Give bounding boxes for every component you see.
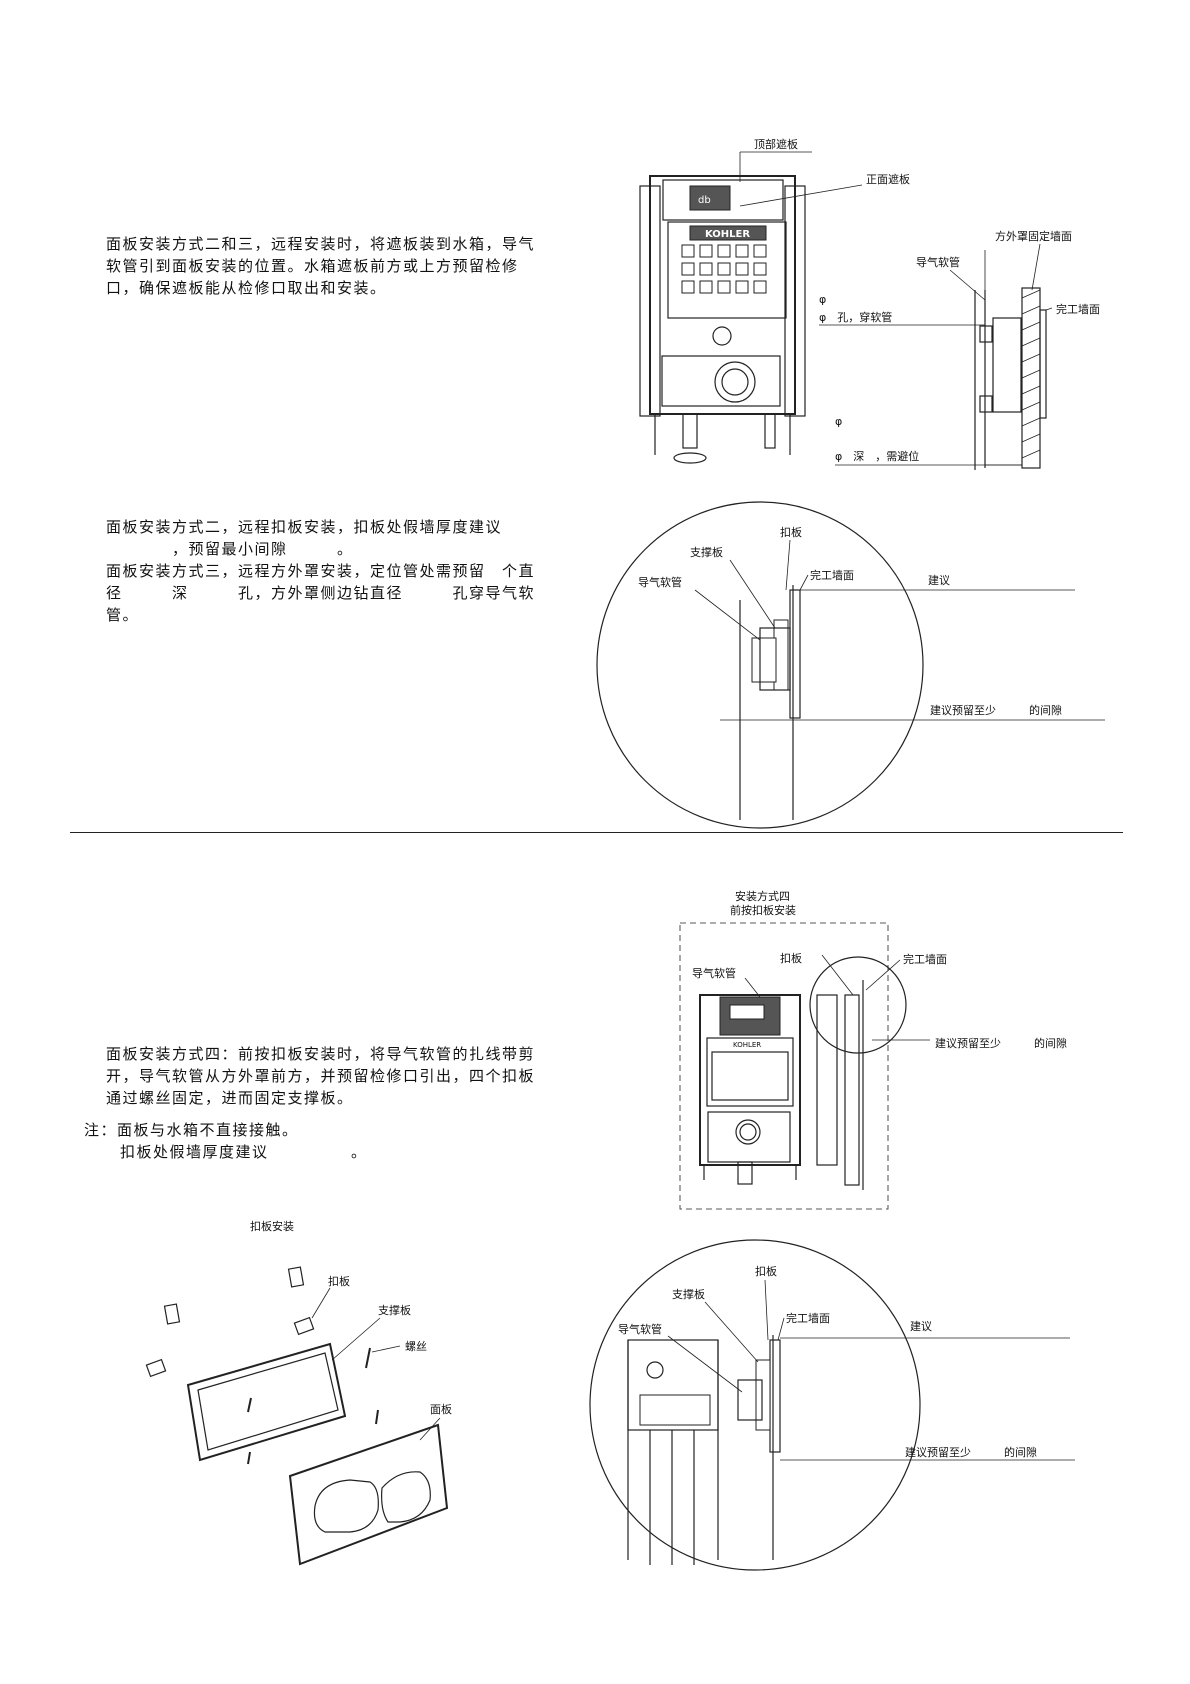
label-air-hose-2: 导气软管 xyxy=(638,575,682,589)
label-finished-wall-1: 完工墙面 xyxy=(1056,302,1100,316)
svg-text:db: db xyxy=(698,195,711,206)
section1-line-1: 面板安装方式二和三，远程安装时，将遮板装到水箱，导气 xyxy=(106,235,536,253)
label-front-cover: 正面遮板 xyxy=(866,172,910,186)
section2-line-4: 径 深 孔，方外罩侧边钻直径 孔穿导气软 xyxy=(106,584,536,602)
label-clip-3: 扣板 xyxy=(780,951,802,965)
tank-button-grid xyxy=(681,244,767,294)
section1-line-2: 软管引到面板安装的位置。水箱遮板前方或上方预留检修 xyxy=(106,257,519,275)
svg-text:KOHLER: KOHLER xyxy=(705,229,750,240)
exploded-title: 扣板安装 xyxy=(250,1219,294,1233)
section2-line-5: 管。 xyxy=(106,606,140,624)
wall-section-figure xyxy=(974,287,1047,470)
note-text-1: 面板与水箱不直接接触。 xyxy=(117,1121,299,1139)
note-label: 注： xyxy=(84,1121,118,1139)
label-finished-wall-5: 完工墙面 xyxy=(786,1311,830,1325)
wall-hatch xyxy=(1021,289,1041,459)
label-suggest-5: 建议 xyxy=(910,1319,932,1333)
detail-circle-1 xyxy=(596,501,924,829)
label-phi-1: φ xyxy=(819,293,826,306)
label-support-4: 支撑板 xyxy=(378,1303,411,1317)
label-finished-wall-3: 完工墙面 xyxy=(903,952,947,966)
section3-line-2: 开，导气软管从方外罩前方，并预留检修口引出，四个扣板 xyxy=(106,1067,536,1085)
label-finished-wall-2: 完工墙面 xyxy=(810,568,854,582)
label-top-cover: 顶部遮板 xyxy=(754,137,798,151)
exploded-screws xyxy=(247,1347,379,1465)
label-hole-hose: φ 孔，穿软管 xyxy=(819,310,892,324)
exploded-clips xyxy=(145,1266,315,1378)
tank-frame-figure: db KOHLER xyxy=(639,175,806,464)
method4-dashed-frame xyxy=(679,922,889,1210)
label-support-5: 支撑板 xyxy=(672,1287,705,1301)
label-depth-avoid: φ 深 ，需避位 xyxy=(835,449,919,463)
section2-line-2: ，预留最小间隙 。 xyxy=(106,540,354,558)
method4-brand: KOHLER xyxy=(733,1041,761,1049)
section3-line-1: 面板安装方式四：前按扣板安装时，将导气软管的扎线带剪 xyxy=(106,1045,536,1063)
label-phi-2: φ xyxy=(835,415,842,428)
method4-tank: KOHLER xyxy=(699,980,864,1190)
label-clip-5: 扣板 xyxy=(755,1264,777,1278)
exploded-panel xyxy=(288,1423,449,1566)
section2-line-1: 面板安装方式二，远程扣板安装，扣板处假墙厚度建议 xyxy=(106,518,503,536)
label-air-hose-3: 导气软管 xyxy=(692,966,736,980)
section-divider xyxy=(70,832,1123,833)
label-min-gap-3: 建议预留至少 的间隙 xyxy=(935,1036,1067,1050)
label-suggest-1: 建议 xyxy=(928,573,950,587)
section2-line-3: 面板安装方式三，远程方外罩安装，定位管处需预留 个直 xyxy=(106,562,536,580)
note-text-2: 扣板处假墙厚度建议 。 xyxy=(120,1143,368,1161)
section3-paragraph: 面板安装方式四：前按扣板安装时，将导气软管的扎线带剪 开，导气软管从方外罩前方，… xyxy=(106,1043,535,1109)
method4-title-2: 前按扣板安装 xyxy=(730,903,796,917)
method4-title-1: 安装方式四 xyxy=(735,889,790,903)
label-min-gap-5: 建议预留至少 的间隙 xyxy=(905,1445,1037,1459)
label-outer-cover-wall: 方外罩固定墙面 xyxy=(995,229,1072,243)
label-clip-1: 扣板 xyxy=(780,525,802,539)
method4-zoom-circle xyxy=(809,956,907,1054)
section1-line-3: 口，确保遮板能从检修口取出和安装。 xyxy=(106,279,387,297)
label-air-hose-1: 导气软管 xyxy=(916,255,960,269)
note-line-2: 扣板处假墙厚度建议 。 xyxy=(84,1141,368,1163)
label-clip-4: 扣板 xyxy=(328,1274,350,1288)
label-min-gap-1: 建议预留至少 的间隙 xyxy=(930,703,1062,717)
label-screw-4: 螺丝 xyxy=(405,1340,427,1353)
section2-paragraph: 面板安装方式二，远程扣板安装，扣板处假墙厚度建议 ，预留最小间隙 。 面板安装方… xyxy=(106,516,535,626)
note-line-1: 注：面板与水箱不直接接触。 xyxy=(84,1119,368,1141)
label-support-1: 支撑板 xyxy=(690,545,723,559)
label-panel-4: 面板 xyxy=(430,1402,452,1416)
label-air-hose-5: 导气软管 xyxy=(618,1322,662,1336)
section1-paragraph: 面板安装方式二和三，远程安装时，将遮板装到水箱，导气 软管引到面板安装的位置。水… xyxy=(106,233,535,299)
note-block: 注：面板与水箱不直接接触。 扣板处假墙厚度建议 。 xyxy=(84,1119,368,1163)
exploded-support-plate xyxy=(186,1342,347,1462)
section3-line-3: 通过螺丝固定，进而固定支撑板。 xyxy=(106,1089,354,1107)
detail-circle-2 xyxy=(589,1239,921,1571)
